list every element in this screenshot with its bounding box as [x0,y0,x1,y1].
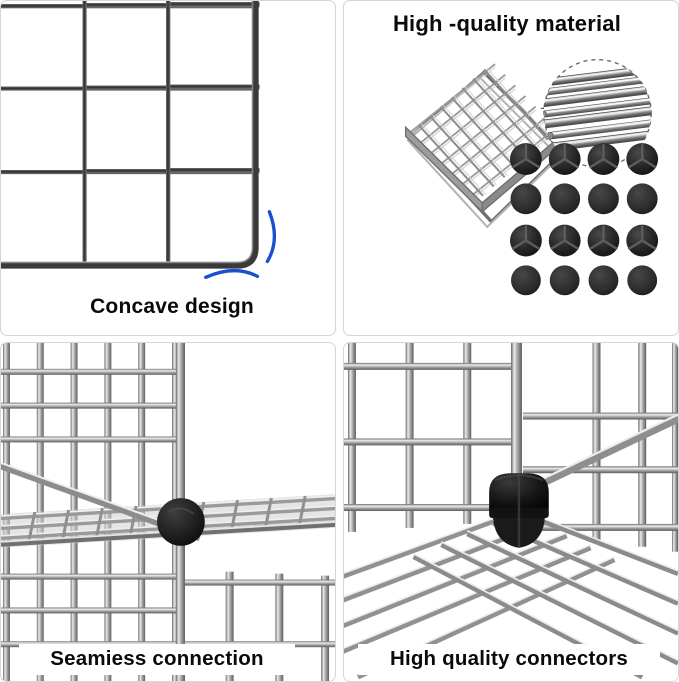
center-post [511,343,522,517]
caption-seamless-connection: Seamiess connection [19,644,295,675]
right-wall-panel [522,343,678,552]
corner-connector [489,473,549,548]
outer-frame-rail [1,1,259,269]
material-detail-circle [543,58,652,168]
connector-cap-back [510,183,658,215]
shelf-connector-knob [157,498,205,546]
concave-highlight-arcs [204,210,277,280]
caption-concave-design: Concave design [90,295,254,318]
concave-design-illustration [1,1,335,335]
vertical-wires [82,1,171,262]
panel-high-quality-material: High -quality material [343,0,679,336]
connector-cap-front [510,224,659,257]
seamless-connection-illustration [1,343,335,681]
back-wall-horizontal-bars [1,368,182,648]
steel-rods [543,63,652,153]
panel-high-quality-connectors: High quality connectors [343,342,679,682]
panel-seamless-connection: Seamiess connection [0,342,336,682]
horizontal-wires [1,1,260,175]
connector-caps-grid [510,143,659,296]
caption-high-quality-connectors: High quality connectors [358,644,660,675]
connector-cap-back [511,265,658,296]
connector-cap-front [510,143,659,175]
panel-concave-design: Concave design [0,0,336,336]
caption-high-quality-material: High -quality material [392,11,622,36]
high-quality-material-illustration [344,1,678,335]
high-quality-connectors-illustration [344,343,678,681]
left-wall-panel [344,343,515,532]
